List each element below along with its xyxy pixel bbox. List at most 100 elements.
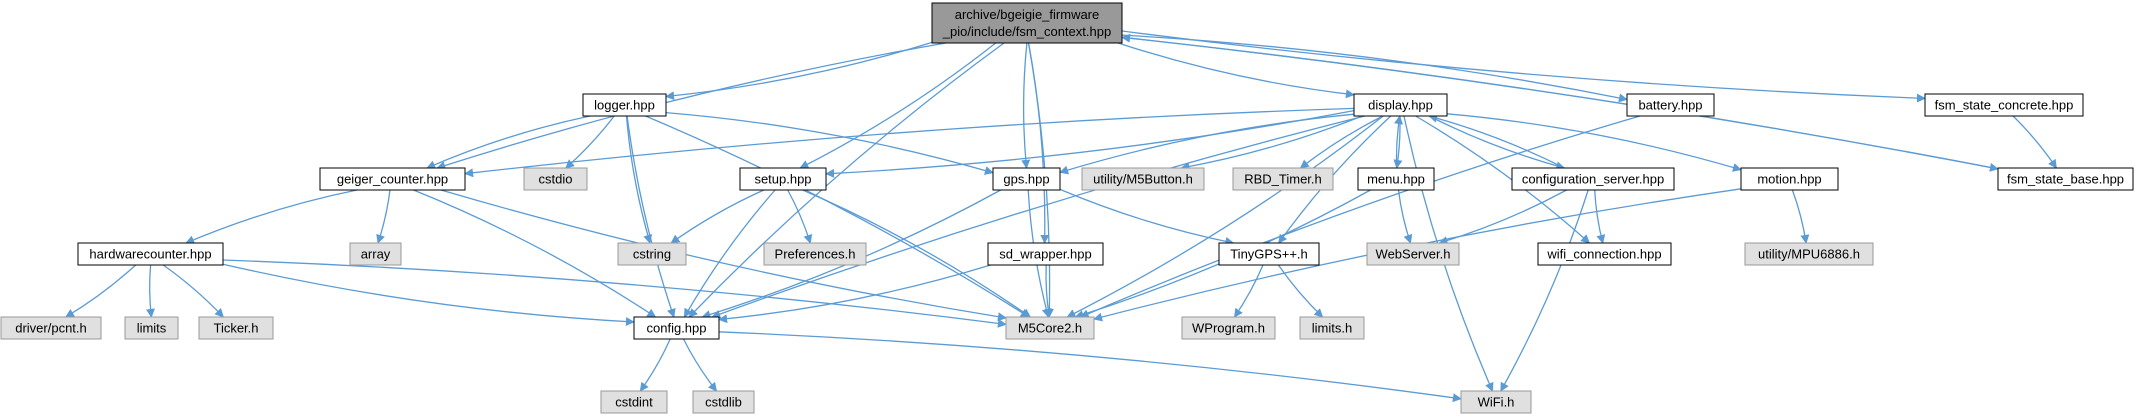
edge-fsm_context-to-display [1117, 42, 1355, 99]
node-display-box [1353, 93, 1448, 117]
node-wifi_connection-label: wifi_connection.hpp [1546, 247, 1661, 262]
edge-logger-to-m5core2 [645, 115, 1030, 318]
node-limits_h-box [1299, 316, 1365, 340]
node-wifi-box [1460, 390, 1532, 414]
node-configuration_server[interactable]: configuration_server.hpp [1511, 167, 1675, 191]
node-setup-label: setup.hpp [754, 172, 811, 187]
node-fsm_context-label: _pio/include/fsm_context.hpp [942, 24, 1111, 39]
node-wifi-label: WiFi.h [1478, 395, 1515, 410]
node-cstdlib: cstdlib [692, 390, 755, 414]
node-gps-label: gps.hpp [1003, 172, 1049, 187]
node-logger-box [582, 93, 667, 117]
edge-fsm_context-to-logger [665, 41, 933, 101]
edge-fsm_context-to-fsm_state_base [1121, 36, 1999, 172]
node-motion[interactable]: motion.hpp [1740, 167, 1839, 191]
node-config[interactable]: config.hpp [633, 316, 720, 340]
edge-fsm_context-to-config [688, 42, 1005, 318]
edge-logger-to-gps [665, 111, 994, 175]
edge-setup-to-m5core2 [802, 189, 1032, 318]
edge-geiger_counter-to-m5core2 [440, 189, 1007, 322]
node-config-label: config.hpp [647, 321, 707, 336]
node-wifi: WiFi.h [1460, 390, 1532, 414]
node-m5core2-label: M5Core2.h [1018, 321, 1082, 336]
node-preferences-label: Preferences.h [775, 247, 856, 262]
node-cstring-box [617, 242, 687, 266]
edge-display-to-m5core2 [1066, 115, 1384, 318]
node-m5button: utility/M5Button.h [1081, 167, 1205, 191]
node-webserver-label: WebServer.h [1376, 247, 1451, 262]
node-limits_h: limits.h [1299, 316, 1365, 340]
edge-hardwarecounter-to-m5core2 [222, 259, 1007, 328]
node-hardwarecounter[interactable]: hardwarecounter.hpp [77, 242, 224, 266]
node-fsm_state_concrete[interactable]: fsm_state_concrete.hpp [1924, 93, 2084, 117]
edge-geiger_counter-to-array [376, 189, 391, 244]
node-m5button-box [1081, 167, 1205, 191]
node-cstdint-box [600, 390, 668, 414]
edge-setup-to-preferences [787, 189, 813, 244]
edge-configuration_server-to-display [1428, 113, 1565, 169]
node-fsm_state_base[interactable]: fsm_state_base.hpp [1997, 167, 2134, 191]
node-cstring-label: cstring [633, 247, 671, 262]
node-battery[interactable]: battery.hpp [1626, 93, 1715, 117]
node-display[interactable]: display.hpp [1353, 93, 1448, 117]
edge-hardwarecounter-to-driver_pcnt [65, 264, 137, 318]
node-rbd_timer: RBD_Timer.h [1232, 167, 1334, 191]
node-fsm_state_base-box [1997, 167, 2134, 191]
node-sd_wrapper-box [987, 242, 1104, 266]
node-tinygps[interactable]: TinyGPS++.h [1218, 242, 1320, 266]
node-menu[interactable]: menu.hpp [1357, 167, 1435, 191]
node-config-box [633, 316, 720, 340]
node-geiger_counter[interactable]: geiger_counter.hpp [319, 167, 466, 191]
node-ticker-box [198, 316, 274, 340]
edge-setup-to-cstring [670, 189, 765, 244]
node-cstdint: cstdint [600, 390, 668, 414]
edge-fsm_state_concrete-to-fsm_state_base [2012, 115, 2057, 169]
node-setup[interactable]: setup.hpp [739, 167, 827, 191]
node-sd_wrapper[interactable]: sd_wrapper.hpp [987, 242, 1104, 266]
edge-logger-to-geiger_counter [426, 115, 591, 169]
edge-sd_wrapper-to-m5core2 [1043, 264, 1053, 318]
edge-display-to-m5button [1180, 115, 1363, 171]
node-driver_pcnt: driver/pcnt.h [0, 316, 102, 340]
edge-configuration_server-to-wifi_connection [1594, 189, 1606, 244]
node-cstdio-box [523, 167, 588, 191]
edge-display-to-config [711, 115, 1365, 319]
node-battery-box [1626, 93, 1715, 117]
node-tinygps-box [1218, 242, 1320, 266]
node-driver_pcnt-box [0, 316, 102, 340]
node-mpu6886-box [1744, 242, 1874, 266]
node-geiger_counter-box [319, 167, 466, 191]
node-rbd_timer-label: RBD_Timer.h [1244, 172, 1322, 187]
node-wprogram-label: WProgram.h [1192, 321, 1265, 336]
dependency-edges [65, 30, 2057, 403]
edge-logger-to-cstring [625, 115, 653, 244]
node-m5core2-box [1005, 316, 1095, 340]
node-ticker-label: Ticker.h [213, 321, 258, 336]
edge-configuration_server-to-wifi [1500, 189, 1589, 392]
node-configuration_server-box [1511, 167, 1675, 191]
node-driver_pcnt-label: driver/pcnt.h [15, 321, 87, 336]
node-fsm_context[interactable]: archive/bgeigie_firmware_pio/include/fsm… [931, 2, 1123, 44]
node-gps[interactable]: gps.hpp [992, 167, 1061, 191]
node-setup-box [739, 167, 827, 191]
node-logger[interactable]: logger.hpp [582, 93, 667, 117]
node-cstring: cstring [617, 242, 687, 266]
node-wifi_connection[interactable]: wifi_connection.hpp [1537, 242, 1672, 266]
node-cstdio-label: cstdio [539, 172, 573, 187]
node-array: array [349, 242, 402, 266]
node-limits1-label: limits [137, 321, 167, 336]
node-fsm_state_concrete-box [1924, 93, 2084, 117]
node-motion-box [1740, 167, 1839, 191]
edge-battery-to-m5core2 [1079, 115, 1641, 318]
node-wprogram: WProgram.h [1181, 316, 1276, 340]
node-configuration_server-label: configuration_server.hpp [1522, 172, 1664, 187]
node-m5button-label: utility/M5Button.h [1093, 172, 1193, 187]
node-webserver: WebServer.h [1366, 242, 1460, 266]
node-preferences-box [763, 242, 867, 266]
node-cstdint-label: cstdint [615, 395, 653, 410]
edge-config-to-cstdint [639, 338, 671, 392]
edge-display-to-gps [1059, 113, 1355, 175]
node-array-label: array [361, 247, 391, 262]
edge-fsm_context-to-geiger_counter [436, 42, 946, 170]
